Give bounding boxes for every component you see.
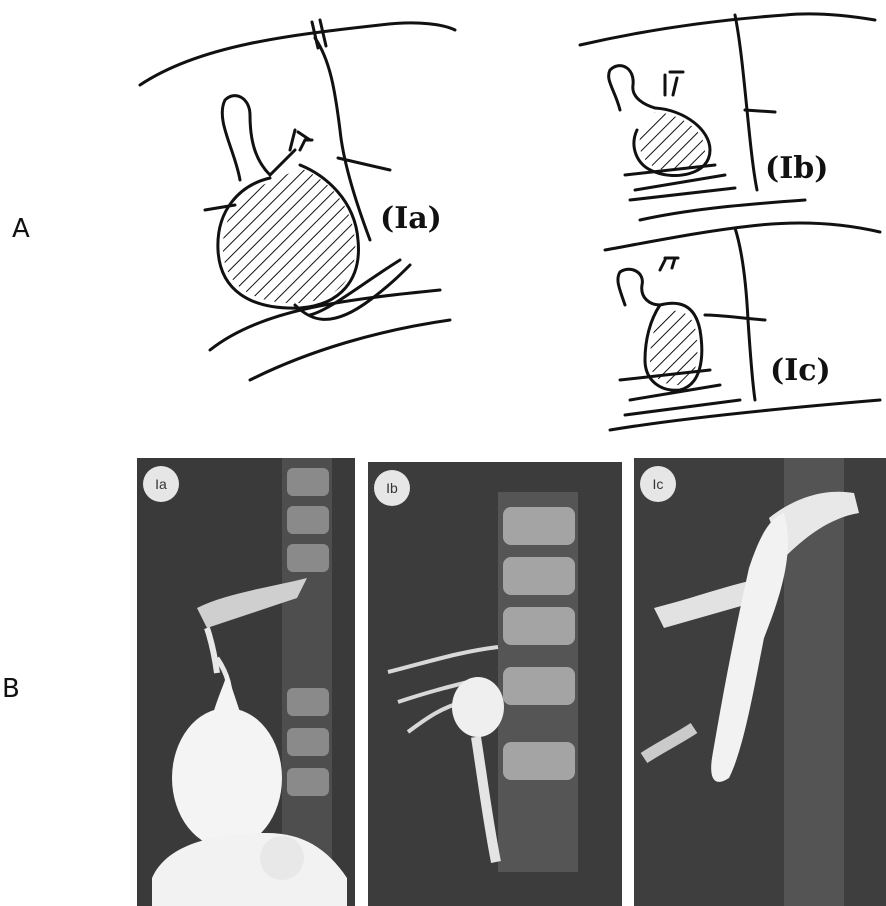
- type-ia-label: (Ia): [380, 201, 442, 236]
- radiograph-ic: Ic: [634, 458, 886, 906]
- radiograph-ib-image: [368, 462, 622, 906]
- panel-a-label: A: [12, 214, 30, 244]
- type-ic-label: (Ic): [770, 353, 831, 388]
- radiograph-ic-image: [634, 458, 886, 906]
- radiograph-ia-image: [137, 458, 355, 906]
- radiograph-ic-tag: Ic: [640, 466, 676, 502]
- schematic-ia: (Ia): [130, 0, 460, 400]
- type-ib-label: (Ib): [765, 151, 828, 186]
- radiograph-ia: Ia: [137, 458, 355, 906]
- schematic-ib: (Ib): [575, 0, 886, 225]
- panel-b-label: B: [2, 674, 20, 704]
- radiograph-ib: Ib: [368, 462, 622, 906]
- schematic-ic: (Ic): [600, 220, 886, 435]
- radiograph-ia-tag: Ia: [143, 466, 179, 502]
- liver-edge-line: [140, 23, 455, 85]
- radiograph-ib-tag: Ib: [374, 470, 410, 506]
